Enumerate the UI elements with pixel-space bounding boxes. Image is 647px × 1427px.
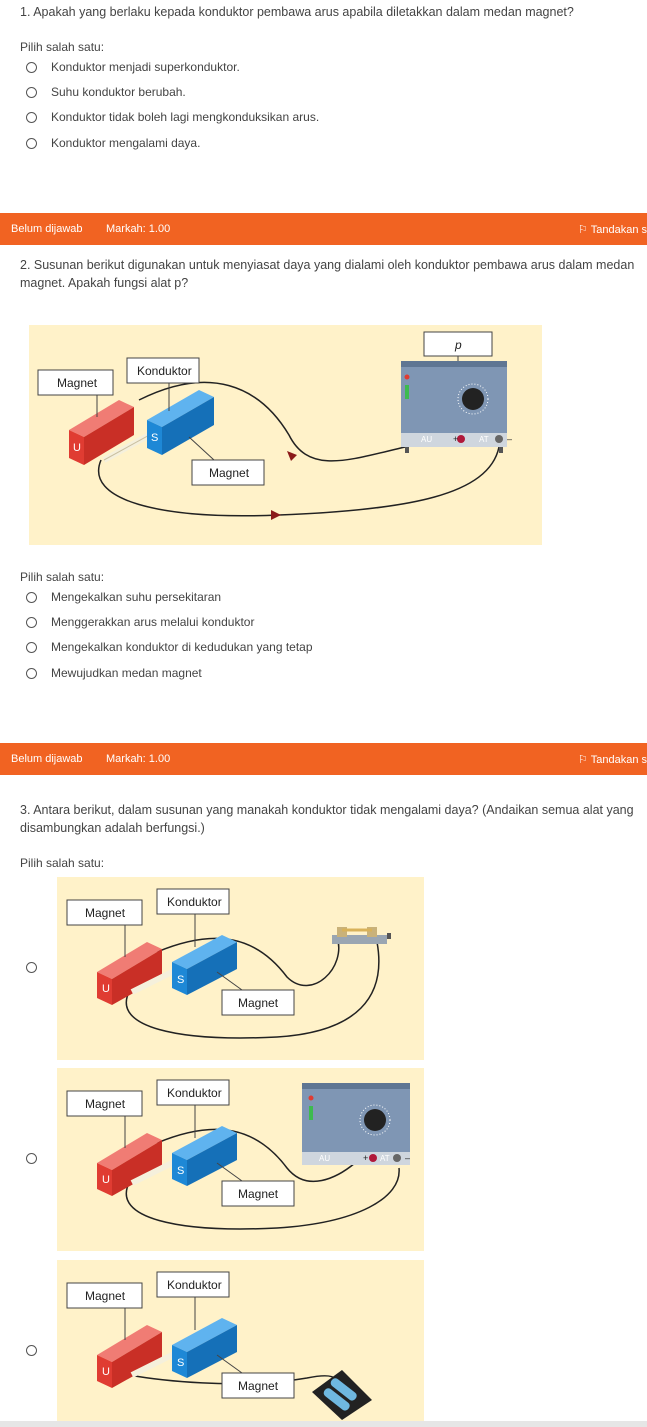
question-3-text: 3. Antara berikut, dalam susunan yang ma… (20, 803, 634, 835)
radio-icon[interactable] (26, 667, 37, 679)
radio-icon[interactable] (26, 591, 37, 603)
at-label: AT (380, 1154, 390, 1163)
radio-icon[interactable] (26, 641, 37, 653)
flag-question-button[interactable]: ⚐ Tandakan s (578, 754, 647, 766)
scrollbar-track[interactable] (0, 1421, 647, 1427)
magnet-label-top: Magnet (57, 376, 98, 390)
q3-option-1-radio[interactable] (26, 962, 51, 973)
u-pole-label: U (73, 442, 81, 454)
q1-option-3[interactable]: Konduktor tidak boleh lagi mengkonduksik… (26, 110, 319, 124)
plus-label: + (453, 434, 458, 444)
p-label: p (454, 338, 462, 352)
konduktor-label: Konduktor (167, 1086, 222, 1100)
q3-option-3-radio[interactable] (26, 1345, 51, 1356)
q2-option-2[interactable]: Menggerakkan arus melalui konduktor (26, 615, 254, 629)
q1-option-4[interactable]: Konduktor mengalami daya. (26, 136, 200, 150)
flag-question-button[interactable]: ⚐ Tandakan s (578, 224, 647, 236)
q3-option-2-figure[interactable]: AU AT + – U S Magnet Konduktor Magnet (57, 1068, 424, 1251)
flag-icon: ⚐ (578, 754, 591, 766)
radio-icon[interactable] (26, 1153, 37, 1164)
flag-icon: ⚐ (578, 224, 591, 236)
radio-icon[interactable] (26, 61, 37, 73)
minus-label: – (405, 1153, 410, 1163)
question-2-figure: AU AT + – p U S Magnet Konduktor Magnet (29, 325, 542, 545)
radio-icon[interactable] (26, 1345, 37, 1356)
minus-label: – (507, 434, 512, 444)
status-badge: Belum dijawab (11, 753, 83, 765)
q1-option-1[interactable]: Konduktor menjadi superkonduktor. (26, 60, 240, 74)
question-1-text: 1. Apakah yang berlaku kepada konduktor … (20, 5, 574, 19)
magnet-label-top: Magnet (85, 1097, 126, 1111)
radio-icon[interactable] (26, 616, 37, 628)
question-2-info-bar: Belum dijawab Markah: 1.00 ⚐ Tandakan s (0, 213, 647, 245)
q3-option-1-figure[interactable]: U S Magnet Konduktor Magnet (57, 877, 424, 1060)
au-label: AU (319, 1154, 330, 1163)
question-2-text: 2. Susunan berikut digunakan untuk menyi… (20, 258, 635, 290)
question-2-prompt: Pilih salah satu: (20, 570, 105, 584)
u-pole-label: U (102, 1174, 110, 1186)
radio-icon[interactable] (26, 111, 37, 123)
magnet-label-bottom: Magnet (238, 1379, 279, 1393)
magnet-label-top: Magnet (85, 1289, 126, 1303)
q2-option-3[interactable]: Mengekalkan konduktor di kedudukan yang … (26, 640, 313, 654)
question-3-prompt: Pilih salah satu: (20, 856, 105, 870)
konduktor-label: Konduktor (137, 364, 192, 378)
mark-text: Markah: 1.00 (106, 753, 171, 765)
konduktor-label: Konduktor (167, 1278, 222, 1292)
s-pole-label: S (177, 1165, 184, 1177)
radio-icon[interactable] (26, 86, 37, 98)
q2-option-1[interactable]: Mengekalkan suhu persekitaran (26, 590, 221, 604)
magnet-label-bottom: Magnet (209, 466, 250, 480)
s-pole-label: S (151, 432, 158, 444)
radio-icon[interactable] (26, 137, 37, 149)
at-label: AT (479, 435, 489, 444)
u-pole-label: U (102, 1366, 110, 1378)
q2-option-4[interactable]: Mewujudkan medan magnet (26, 666, 202, 680)
question-3-info-bar: Belum dijawab Markah: 1.00 ⚐ Tandakan s (0, 743, 647, 775)
status-badge: Belum dijawab (11, 223, 83, 235)
au-label: AU (421, 435, 432, 444)
magnet-label-bottom: Magnet (238, 996, 279, 1010)
mark-text: Markah: 1.00 (106, 223, 171, 235)
s-pole-label: S (177, 974, 184, 986)
q3-option-2-radio[interactable] (26, 1153, 51, 1164)
question-1-prompt: Pilih salah satu: (20, 40, 105, 54)
konduktor-label: Konduktor (167, 895, 222, 909)
battery-icon (312, 1370, 372, 1420)
plus-label: + (363, 1153, 368, 1163)
q1-option-2[interactable]: Suhu konduktor berubah. (26, 85, 186, 99)
s-pole-label: S (177, 1357, 184, 1369)
magnet-label-top: Magnet (85, 906, 126, 920)
radio-icon[interactable] (26, 962, 37, 973)
u-pole-label: U (102, 983, 110, 995)
magnet-label-bottom: Magnet (238, 1187, 279, 1201)
q3-option-3-figure[interactable]: U S Magnet Konduktor Magnet (57, 1260, 424, 1421)
